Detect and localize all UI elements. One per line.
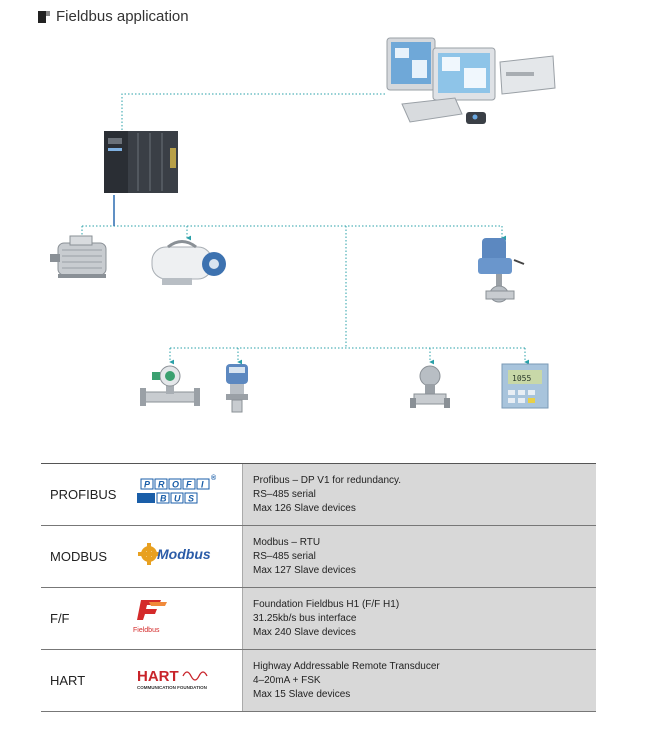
svg-text:®: ®: [211, 474, 217, 482]
section-title: Fieldbus application: [56, 8, 189, 25]
level-transmitter-icon: [226, 364, 248, 413]
control-valve-icon: [478, 238, 525, 303]
connection-lines: [81, 93, 530, 365]
operator-workstation-icon: [386, 37, 556, 124]
svg-text:B: B: [160, 494, 167, 504]
protocol-description: Highway Addressable Remote Transducer 4–…: [242, 649, 596, 712]
table-row: HART HART COMMUNICATION FOUNDATION Highw…: [41, 649, 596, 712]
svg-text:U: U: [174, 494, 181, 504]
protocol-table: PROFIBUS P R O F I B: [41, 463, 596, 712]
protocol-name: HART: [41, 649, 127, 712]
svg-text:S: S: [188, 494, 194, 504]
protocol-name: F/F: [41, 587, 127, 650]
table-row: PROFIBUS P R O F I B: [41, 463, 596, 526]
profibus-logo-icon: P R O F I B U S ®: [137, 474, 217, 504]
protocol-description: Modbus – RTU RS–485 serial Max 127 Slave…: [242, 525, 596, 588]
svg-text:O: O: [172, 480, 179, 490]
table-row: F/F Fieldbus Foundation Fieldbus H1 (F/F…: [41, 587, 596, 650]
svg-text:HART: HART: [137, 668, 179, 685]
modbus-logo-icon: Modbus: [138, 543, 211, 565]
svg-text:Modbus: Modbus: [157, 546, 211, 562]
fieldbus-foundation-logo-icon: Fieldbus: [133, 600, 167, 634]
protocol-description: Profibus – DP V1 for redundancy. RS–485 …: [242, 463, 596, 526]
pressure-transmitter-icon: [410, 365, 450, 408]
hart-logo-icon: HART COMMUNICATION FOUNDATION: [137, 668, 208, 690]
svg-text:R: R: [158, 480, 165, 490]
table-row: MODBUS Modbus Modbus – RTU RS–485 serial…: [41, 525, 596, 588]
power-meter-icon: 1055: [501, 363, 549, 409]
svg-text:Fieldbus: Fieldbus: [133, 627, 160, 634]
section-bullet-icon: [38, 10, 50, 23]
section-header: Fieldbus application: [38, 8, 189, 25]
protocol-name: MODBUS: [41, 525, 127, 588]
svg-text:I: I: [201, 480, 204, 490]
fieldbus-topology-diagram: 1055: [50, 37, 556, 413]
svg-text:P: P: [144, 480, 151, 490]
flow-meter-icon: [140, 365, 200, 406]
svg-text:1055: 1055: [512, 374, 531, 383]
svg-text:COMMUNICATION FOUNDATION: COMMUNICATION FOUNDATION: [137, 685, 207, 690]
protocol-name: PROFIBUS: [41, 463, 127, 526]
electric-actuator-icon: [151, 240, 226, 285]
plc-controller-icon: [104, 131, 178, 193]
electric-motor-icon: [50, 235, 107, 278]
protocol-description: Foundation Fieldbus H1 (F/F H1) 31.25kb/…: [242, 587, 596, 650]
svg-text:F: F: [186, 480, 192, 490]
